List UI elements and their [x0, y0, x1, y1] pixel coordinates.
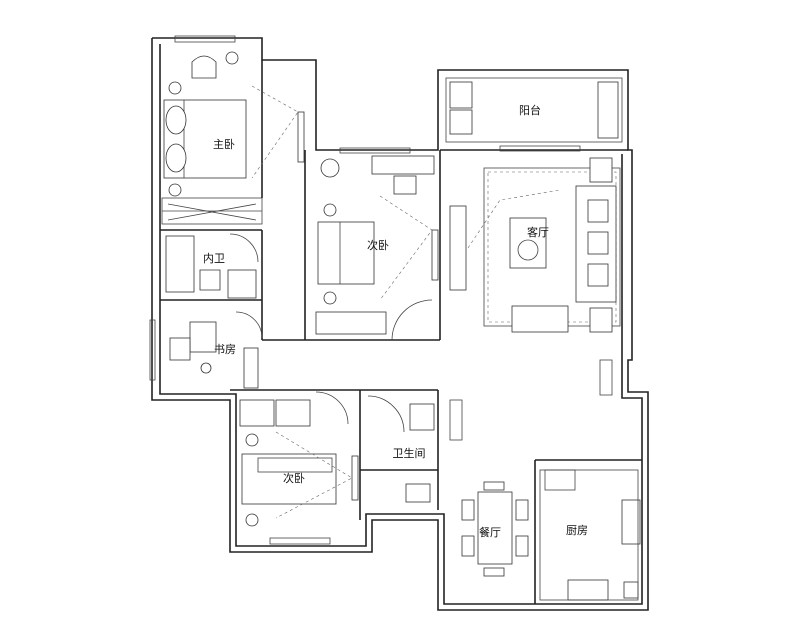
label-second-bedroom-b: 次卧 — [283, 471, 305, 485]
toilet-icon — [199, 269, 221, 291]
tv-cabinet-icon — [449, 205, 467, 291]
armchair-icon — [191, 55, 217, 79]
second-bedroom-b-furniture — [239, 391, 359, 527]
wardrobe-icon — [239, 399, 275, 427]
bathroom-fixtures — [367, 395, 435, 503]
chair-icon — [483, 567, 505, 577]
label-bathroom: 卫生间 — [393, 446, 426, 460]
chair-icon — [461, 535, 475, 557]
balcony — [445, 77, 623, 143]
label-kitchen: 厨房 — [566, 524, 588, 537]
plant-icon — [225, 51, 239, 65]
kitchen-fixtures — [539, 469, 641, 601]
desk-icon — [189, 321, 217, 353]
sink-icon — [567, 579, 609, 601]
chair-icon — [393, 175, 417, 195]
sink-icon — [409, 403, 435, 431]
bed-icon — [317, 221, 375, 285]
label-living-room: 客厅 — [527, 225, 549, 239]
fridge-icon — [623, 581, 639, 599]
lamp-icon — [245, 513, 259, 527]
chair-icon — [515, 499, 529, 521]
storage-icon — [597, 81, 619, 139]
ottoman-icon — [511, 305, 569, 333]
wardrobe-icon — [275, 399, 311, 427]
living-room-furniture — [449, 157, 621, 333]
label-study: 书房 — [214, 343, 236, 356]
lamp-icon — [168, 81, 182, 95]
label-ensuite-bath: 内卫 — [203, 251, 225, 265]
bookshelf-icon — [243, 347, 259, 389]
plant-icon — [320, 158, 340, 178]
washer-icon — [449, 81, 473, 109]
label-dining: 餐厅 — [479, 525, 501, 539]
lamp-icon — [168, 183, 182, 197]
wardrobe-icon — [315, 311, 387, 335]
interior-walls — [160, 60, 642, 604]
sink-icon — [449, 109, 473, 135]
stove-icon — [621, 499, 641, 545]
study-furniture — [169, 311, 263, 389]
lamp-icon — [245, 433, 259, 447]
lamp-icon — [589, 157, 613, 183]
lamp-icon — [323, 291, 337, 305]
lamp-icon — [589, 307, 613, 333]
tv-icon — [351, 455, 359, 501]
desk-icon — [371, 155, 435, 175]
ensuite-fixtures — [165, 233, 259, 299]
windows — [149, 35, 613, 545]
dining-furniture — [461, 481, 529, 577]
second-bedroom-a-furniture — [315, 155, 439, 341]
lamp-icon — [323, 203, 337, 217]
label-balcony: 阳台 — [519, 103, 541, 117]
lamp-icon — [200, 362, 212, 374]
label-second-bedroom-a: 次卧 — [367, 238, 389, 252]
tv-icon — [297, 111, 305, 163]
chair-icon — [169, 337, 191, 361]
outer-walls — [151, 37, 649, 611]
sink-icon — [227, 269, 257, 299]
dining-table-icon — [477, 491, 513, 565]
toilet-icon — [405, 483, 431, 503]
label-master-bedroom: 主卧 — [213, 138, 235, 151]
bathtub-icon — [165, 235, 195, 293]
chair-icon — [483, 481, 505, 491]
chair-icon — [515, 535, 529, 557]
chair-icon — [461, 499, 475, 521]
room-labels: 主卧 阳台 次卧 客厅 内卫 书房 卫生间 次卧 餐厅 厨房 — [203, 103, 588, 539]
master-bedroom-furniture — [163, 51, 305, 197]
tv-icon — [431, 229, 439, 281]
